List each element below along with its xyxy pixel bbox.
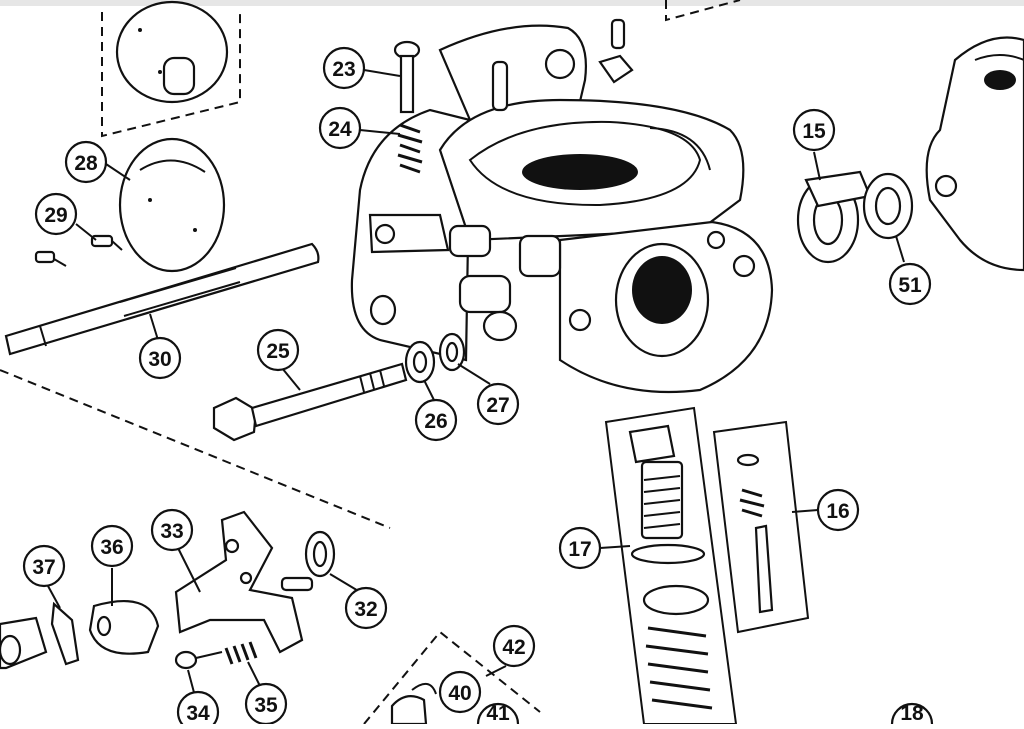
top-strip <box>0 0 1024 6</box>
callout-25: 25 <box>256 328 300 372</box>
callout-27: 27 <box>476 382 520 426</box>
callout-51: 51 <box>888 262 932 306</box>
callout-23: 23 <box>322 46 366 90</box>
callout-32: 32 <box>344 586 388 630</box>
callout-35: 35 <box>244 682 288 726</box>
callout-16: 16 <box>816 488 860 532</box>
jet-assembly-17 <box>604 406 738 725</box>
callout-26: 26 <box>414 398 458 442</box>
callout-label: 35 <box>254 694 278 717</box>
callout-36: 36 <box>90 524 134 568</box>
callout-label: 41 <box>486 702 510 724</box>
callout-label: 28 <box>74 152 98 175</box>
callout-label: 18 <box>900 702 924 724</box>
callout-label: 34 <box>186 702 210 724</box>
callout-label: 40 <box>448 682 471 705</box>
callout-label: 51 <box>898 274 922 297</box>
spring-35 <box>224 641 258 665</box>
carburettor-body <box>350 18 774 394</box>
callout-34: 34 <box>176 690 220 729</box>
float-chamber-part <box>925 36 1024 272</box>
callout-29: 29 <box>34 192 78 236</box>
callout-label: 27 <box>486 394 509 417</box>
callout-label: 29 <box>44 204 67 227</box>
washer-32 <box>304 530 336 578</box>
spring-24 <box>397 123 423 174</box>
callout-label: 26 <box>424 410 447 433</box>
plate-36 <box>88 599 160 655</box>
bottom-group <box>363 630 541 726</box>
callout-label: 33 <box>160 520 183 543</box>
callout-33: 33 <box>150 508 194 552</box>
cover-disc <box>118 137 226 273</box>
screw-34 <box>174 650 223 670</box>
callout-37: 37 <box>22 544 66 588</box>
callout-42: 42 <box>492 624 536 668</box>
throttle-shaft <box>4 242 320 356</box>
callout-label: 16 <box>826 500 849 523</box>
dash-line-top <box>665 0 741 22</box>
lever-33 <box>174 510 314 654</box>
callout-label: 23 <box>332 58 355 81</box>
callout-15: 15 <box>792 108 836 152</box>
washer-27 <box>438 332 466 372</box>
leader-lines <box>47 69 905 701</box>
washer-51 <box>862 172 914 240</box>
callout-label: 32 <box>354 598 377 621</box>
callout-label: 42 <box>502 636 525 659</box>
screw-23 <box>393 40 421 114</box>
bush-38 <box>0 616 48 670</box>
callout-label: 37 <box>32 556 55 579</box>
callout-label: 17 <box>568 538 591 561</box>
callout-label: 24 <box>328 118 352 141</box>
dash-line-left <box>0 369 391 529</box>
bolt-25 <box>212 362 408 442</box>
screw-29 <box>34 234 123 267</box>
callout-41: 41 <box>476 702 520 729</box>
washer-26 <box>404 340 436 384</box>
needle-valve-16 <box>712 420 810 634</box>
callout-17: 17 <box>558 526 602 570</box>
callout-label: 30 <box>148 348 171 371</box>
callout-30: 30 <box>138 336 182 380</box>
valve-15 <box>796 170 872 264</box>
callout-label: 36 <box>100 536 123 559</box>
callout-label: 25 <box>266 340 290 363</box>
callout-18: 18 <box>890 702 934 729</box>
clip-37 <box>50 601 80 666</box>
callout-28: 28 <box>64 140 108 184</box>
dial-assembly <box>101 0 241 138</box>
callout-label: 15 <box>802 120 826 143</box>
callout-24: 24 <box>318 106 362 150</box>
callout-40: 40 <box>438 670 482 714</box>
